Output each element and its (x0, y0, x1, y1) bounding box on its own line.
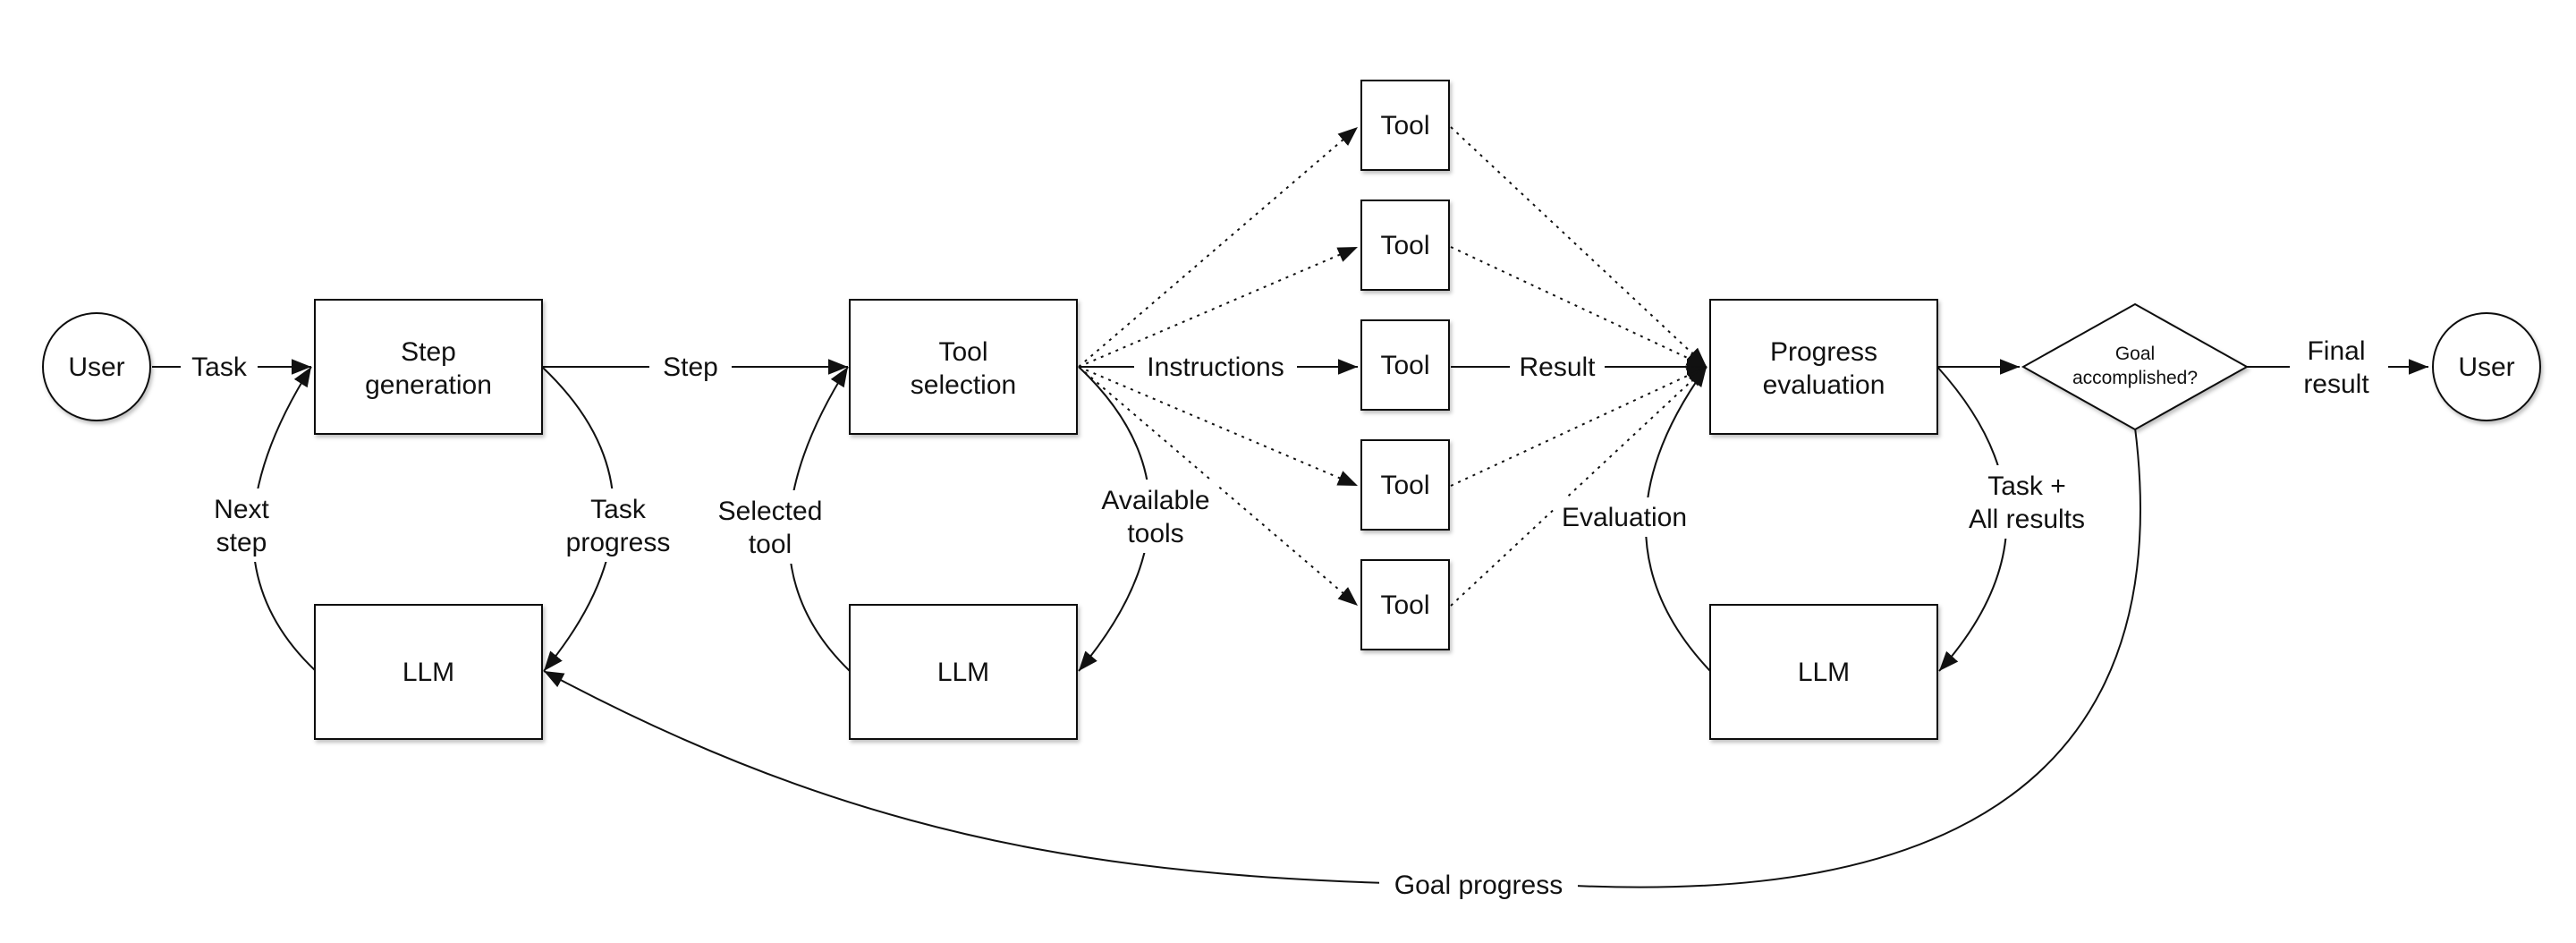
llm-step-label: LLM (402, 658, 454, 687)
edge-dotted-tool-4 (1078, 366, 1359, 487)
label-selected-tool-2: tool (749, 530, 792, 559)
step-generation-label-2: generation (365, 370, 492, 400)
label-task-progress-1: Task (590, 495, 647, 524)
label-task-progress-2: progress (566, 528, 671, 557)
edge-dotted-result-4 (1450, 366, 1707, 487)
user-start-node: User (42, 312, 151, 421)
label-task: Task (191, 353, 248, 382)
progress-evaluation-node: Progress evaluation (1709, 299, 1938, 435)
llm-tool-node: LLM (849, 604, 1078, 740)
tool-selection-label-1: Tool (938, 337, 987, 367)
goal-accomplished-label-1: Goal (2115, 344, 2155, 364)
llm-step-node: LLM (314, 604, 543, 740)
label-task-all-results-2: All results (1969, 505, 2085, 534)
label-result: Result (1519, 353, 1596, 382)
label-available-tools-1: Available (1101, 486, 1209, 515)
step-generation-node: Step generation (314, 299, 543, 435)
tool-node-1: Tool (1360, 80, 1450, 171)
user-end-node: User (2432, 312, 2541, 421)
edge-dotted-result-2 (1450, 246, 1707, 368)
label-next-step-2: step (216, 528, 267, 557)
tool-node-5: Tool (1360, 559, 1450, 650)
label-step: Step (663, 353, 718, 382)
edge-dotted-result-1 (1450, 126, 1707, 368)
user-end-label: User (2458, 353, 2514, 382)
tool-label-5: Tool (1380, 590, 1429, 620)
tool-label-1: Tool (1380, 111, 1429, 140)
nodes: User Step generation Tool selection Tool… (42, 80, 2541, 740)
edge-labels: Task Step Instructions Result Final resu… (181, 331, 2388, 905)
progress-evaluation-label-1: Progress (1770, 337, 1877, 367)
label-evaluation: Evaluation (1562, 503, 1687, 532)
label-next-step-1: Next (214, 495, 269, 524)
label-available-tools-2: tools (1127, 519, 1183, 548)
progress-evaluation-label-2: evaluation (1763, 370, 1885, 400)
tool-label-4: Tool (1380, 471, 1429, 500)
label-final-result-1: Final (2307, 336, 2365, 366)
edge-dotted-tool-5 (1078, 366, 1359, 607)
tool-label-3: Tool (1380, 351, 1429, 380)
tool-node-2: Tool (1360, 200, 1450, 291)
goal-accomplished-decision: Goal accomplished? (2021, 302, 2250, 431)
label-instructions: Instructions (1147, 353, 1284, 382)
label-final-result-2: result (2303, 370, 2369, 399)
label-task-all-results-1: Task + (1987, 472, 2066, 501)
tool-label-2: Tool (1380, 231, 1429, 260)
llm-eval-node: LLM (1709, 604, 1938, 740)
label-selected-tool-1: Selected (718, 497, 823, 526)
user-start-label: User (68, 353, 124, 382)
tool-node-4: Tool (1360, 439, 1450, 531)
tool-node-3: Tool (1360, 319, 1450, 411)
edge-dotted-result-5 (1450, 366, 1707, 607)
llm-tool-label: LLM (937, 658, 989, 687)
edge-dotted-tool-2 (1078, 246, 1359, 368)
tool-selection-node: Tool selection (849, 299, 1078, 435)
edge-dotted-tool-1 (1078, 126, 1359, 368)
llm-eval-label: LLM (1798, 658, 1850, 687)
label-goal-progress: Goal progress (1394, 871, 1563, 900)
tool-selection-label-2: selection (911, 370, 1016, 400)
goal-accomplished-label-2: accomplished? (2072, 368, 2198, 388)
step-generation-label-1: Step (401, 337, 456, 367)
